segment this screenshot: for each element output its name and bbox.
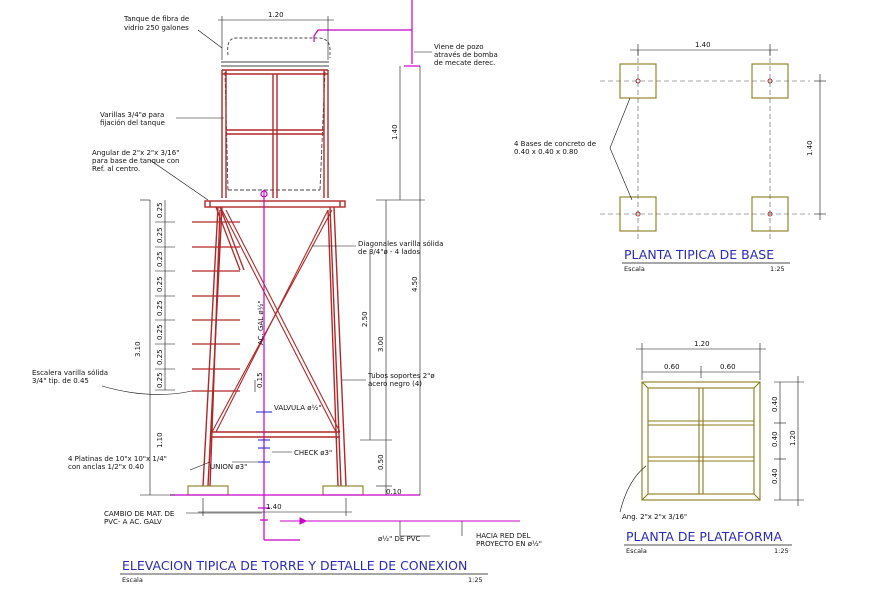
dim-step-5: 0.25 <box>156 300 164 316</box>
platform-plan-view: 1.20 0.60 0.60 1.20 0.40 0.40 0.40 Ang. … <box>619 340 804 555</box>
tank-note-1: Tanque de fibra de <box>123 15 189 23</box>
dim-total-height: 4.50 <box>411 276 419 292</box>
change-note-1: CAMBIO DE MAT. DE <box>104 510 174 518</box>
platform-note: Ang. 2"x 2"x 3/16" <box>622 513 687 521</box>
dim-step-3: 0.25 <box>156 251 164 267</box>
ladder-note-1: Escalera varilla sólida <box>32 369 108 377</box>
valve-label: VALVULA ø½" <box>274 404 322 412</box>
rods-note-1: Varillas 3/4"ø para <box>100 111 164 119</box>
tank-note-2: vidrio 250 galones <box>124 24 189 32</box>
platform-dim-left: 0.60 <box>664 363 680 371</box>
base-dim-width: 1.40 <box>695 41 711 49</box>
diag-note-1: Diagonales varilla sólida <box>358 240 443 248</box>
base-plan-dimension-lines <box>609 44 826 220</box>
plates-note-2: con anclas 1/2"x 0.40 <box>68 463 144 471</box>
dim-step-4: 0.25 <box>156 276 164 292</box>
elevation-view: ELEVACION TIPICA DE TORRE Y DETALLE DE C… <box>32 0 542 584</box>
elevation-notes: Tanque de fibra de vidrio 250 galones Vi… <box>32 15 542 548</box>
dim-plate-height: 0.10 <box>386 488 402 496</box>
platform-dim-right: 0.60 <box>720 363 736 371</box>
tower-legs <box>202 206 347 487</box>
elevation-title: ELEVACION TIPICA DE TORRE Y DETALLE DE C… <box>122 558 467 573</box>
platform-dim-h-total: 1.20 <box>789 430 797 446</box>
base-plan-scale-value: 1:25 <box>770 265 785 273</box>
dim-tank-height: 1.40 <box>391 124 399 140</box>
dim-diag-height: 2.50 <box>361 311 369 327</box>
elevation-scale-value: 1:25 <box>468 576 483 584</box>
platform-dim-row-3: 0.40 <box>771 468 779 484</box>
platform-dim-row-1: 0.40 <box>771 396 779 412</box>
rods-note-2: fijación del tanque <box>100 119 165 127</box>
pump-note-2: através de bomba <box>434 51 498 59</box>
tubes-note-2: acero negro (4) <box>368 380 422 388</box>
base-note-1: 4 Bases de concreto de <box>514 140 596 148</box>
ladder-note-2: 3/4" tip. de 0.45 <box>32 377 89 385</box>
base-plan-title: PLANTA TIPICA DE BASE <box>624 247 774 262</box>
union-label: UNION ø3" <box>210 463 247 471</box>
base-note-2: 0.40 x 0.40 x 0.80 <box>514 148 578 156</box>
base-plan-axes <box>600 50 810 240</box>
platform-dim-row-2: 0.40 <box>771 431 779 447</box>
angle-note-3: Ref. al centro. <box>92 165 140 173</box>
platform-plan-title: PLANTA DE PLATAFORMA <box>626 529 782 544</box>
vertical-pipe <box>258 0 420 541</box>
platform-dimension-lines <box>619 343 804 513</box>
elevation-dimension-lines <box>140 16 425 516</box>
elevation-scale-label: Escala <box>122 576 143 584</box>
dim-step-7: 0.25 <box>156 349 164 365</box>
plates-note-1: 4 Platinas de 10"x 10"x 1/4" <box>68 455 167 463</box>
dim-base-height: 1.10 <box>156 432 164 448</box>
ladder <box>192 206 245 392</box>
water-tank <box>221 37 331 191</box>
base-plan-scale-label: Escala <box>624 265 645 273</box>
platform-frame <box>641 381 761 501</box>
tank-frame <box>221 69 329 198</box>
network-note-2: PROYECTO EN ø½" <box>476 540 542 548</box>
pump-note-3: de mecate derec. <box>434 59 495 67</box>
angle-note-2: para base de tanque con <box>92 157 179 165</box>
elevation-title-block: ELEVACION TIPICA DE TORRE Y DETALLE DE C… <box>120 558 488 584</box>
dim-ladder-height: 3.10 <box>134 341 142 357</box>
platform-plan-title-block: PLANTA DE PLATAFORMA Escala 1:25 <box>624 529 792 555</box>
dim-top-width: 1.20 <box>268 11 284 19</box>
platform-plan-scale-value: 1:25 <box>774 547 789 555</box>
dim-step-8: 0.25 <box>156 372 164 388</box>
pump-note-1: Viene de pozo <box>434 43 484 51</box>
dim-tower-height: 3.00 <box>377 336 385 352</box>
base-dim-height: 1.40 <box>806 140 814 156</box>
dim-small: 0.15 <box>256 372 264 388</box>
dim-step-1: 0.25 <box>156 202 164 218</box>
dim-lower-height: 0.50 <box>377 454 385 470</box>
diag-note-2: de 3/4"ø - 4 lados <box>358 248 420 256</box>
pipe-label: AC. GAL ø½" <box>257 300 265 345</box>
platform-beam <box>204 200 346 208</box>
concrete-bases <box>187 485 364 496</box>
platform-plan-scale-label: Escala <box>626 547 647 555</box>
dim-step-6: 0.25 <box>156 324 164 340</box>
dim-step-2: 0.25 <box>156 227 164 243</box>
base-plan-footings <box>619 63 789 232</box>
pvc-note: ø½" DE PVC <box>378 535 421 543</box>
base-plan-centers <box>635 78 773 217</box>
dim-bottom-width: 1.40 <box>266 503 282 511</box>
check-label: CHECK ø3" <box>294 449 332 457</box>
pipe-fittings <box>256 411 272 463</box>
base-plan-view: 1.40 1.40 4 Bases de concreto de 0.40 x … <box>514 41 826 273</box>
platform-dim-total: 1.20 <box>694 340 710 348</box>
tubes-note-1: Tubos soportes 2"ø <box>367 372 435 380</box>
elevation-dimension-texts: 1.20 1.40 1.40 4.50 3.00 2.50 3.10 0.25 … <box>134 11 419 511</box>
base-plan-title-block: PLANTA TIPICA DE BASE Escala 1:25 <box>622 247 790 273</box>
change-note-2: PVC- A AC. GALV <box>104 518 162 526</box>
tower-diagonals <box>211 209 341 433</box>
network-note-1: HACIA RED DEL <box>476 532 531 540</box>
angle-note-1: Angular de 2"x 2"x 3/16" <box>92 149 179 157</box>
elevation-leaders <box>101 29 463 537</box>
